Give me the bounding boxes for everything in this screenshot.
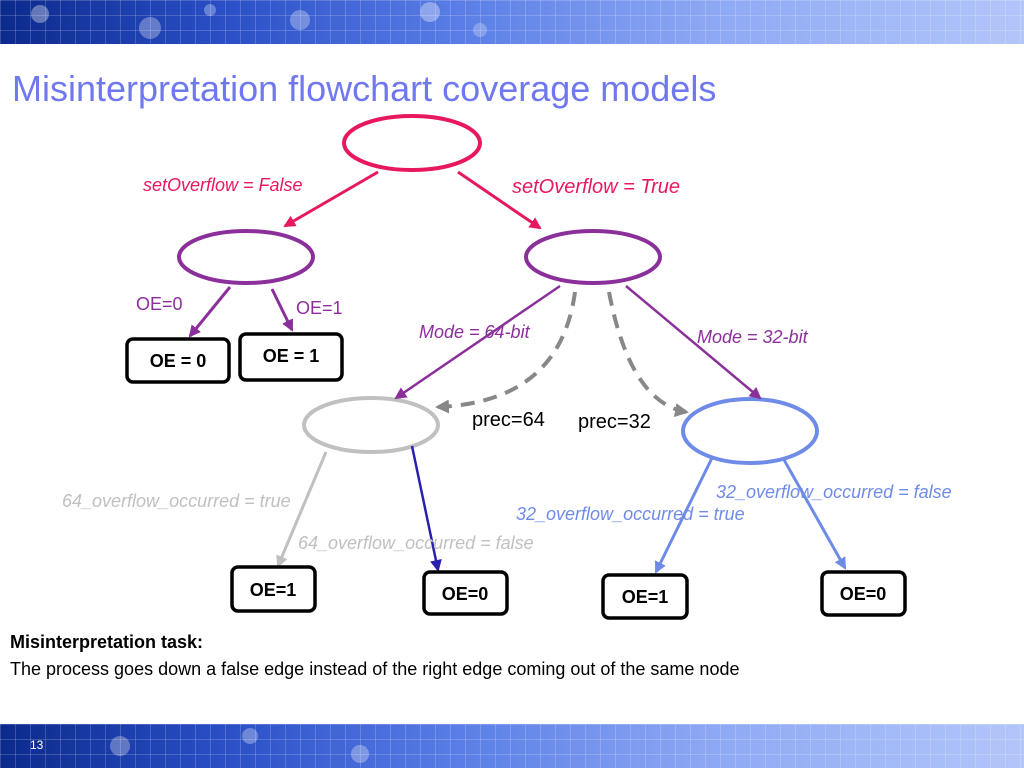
edge-ov32-true: [654, 457, 714, 574]
mode32-node: [681, 397, 819, 465]
leaf-text-oe0-gray: OE=0: [442, 584, 489, 604]
leaf-text-oe-1-top: OE = 1: [263, 346, 320, 366]
label-mode32: Mode = 32-bit: [697, 327, 809, 347]
banner-dots: [31, 2, 487, 39]
label-mode64: Mode = 64-bit: [419, 322, 531, 342]
edge-oe0: [188, 286, 232, 338]
bottom-banner-grid: [0, 724, 1024, 768]
label-set-overflow-true: setOverflow = True: [512, 176, 680, 198]
leaf-box-oe1-blue: [601, 573, 689, 620]
label-ov64-true: 64_overflow_occurred = true: [62, 491, 291, 511]
leaf-text-oe1-gray: OE=1: [250, 580, 297, 600]
leaf-text-oe1-blue: OE=1: [622, 587, 669, 607]
leaf-box-oe-1-top: [238, 332, 344, 382]
edge-ov64-false: [410, 445, 442, 572]
root-node: [342, 114, 482, 172]
task-description: Misinterpretation task: The process goes…: [10, 632, 739, 680]
edge-prec64-dashed: [435, 291, 577, 414]
edge-ov64-true: [276, 451, 328, 568]
top-banner: [0, 0, 1024, 44]
leaf-box-oe1-gray: [230, 565, 317, 613]
bottom-banner: 13: [0, 724, 1024, 768]
page-number: 13: [30, 738, 44, 752]
bottom-banner-dots: [110, 728, 369, 763]
task-heading: Misinterpretation task:: [10, 632, 204, 652]
edge-ov32-false: [781, 457, 847, 570]
edge-mode64: [394, 284, 561, 400]
false-branch-node: [177, 229, 315, 285]
edge-set-false: [283, 170, 379, 228]
label-ov64-false: 64_overflow_occurred = false: [298, 533, 534, 553]
edge-oe1: [270, 288, 294, 332]
banner-grid: [0, 0, 1024, 44]
leaf-text-oe-0-top: OE = 0: [150, 351, 207, 371]
label-oe1: OE=1: [296, 298, 343, 318]
true-branch-node: [524, 229, 662, 285]
edge-set-true: [457, 170, 542, 230]
label-ov32-false: 32_overflow_occurred = false: [716, 482, 952, 502]
edge-mode32: [625, 285, 762, 400]
leaf-text-oe0-blue: OE=0: [840, 584, 887, 604]
edge-prec32-dashed: [607, 291, 689, 417]
label-prec32: prec=32: [578, 411, 651, 433]
leaf-box-oe0-blue: [820, 570, 907, 617]
label-oe0: OE=0: [136, 294, 183, 314]
leaf-box-oe-0-top: [125, 337, 231, 384]
leaf-box-oe0-gray: [422, 570, 509, 616]
slide-title: Misinterpretation flowchart coverage mod…: [12, 68, 717, 109]
label-prec64: prec=64: [472, 409, 545, 431]
label-set-overflow-false: setOverflow = False: [143, 175, 303, 195]
label-ov32-true: 32_overflow_occurred = true: [516, 504, 745, 524]
task-body: The process goes down a false edge inste…: [10, 659, 740, 679]
mode64-node: [302, 396, 440, 454]
